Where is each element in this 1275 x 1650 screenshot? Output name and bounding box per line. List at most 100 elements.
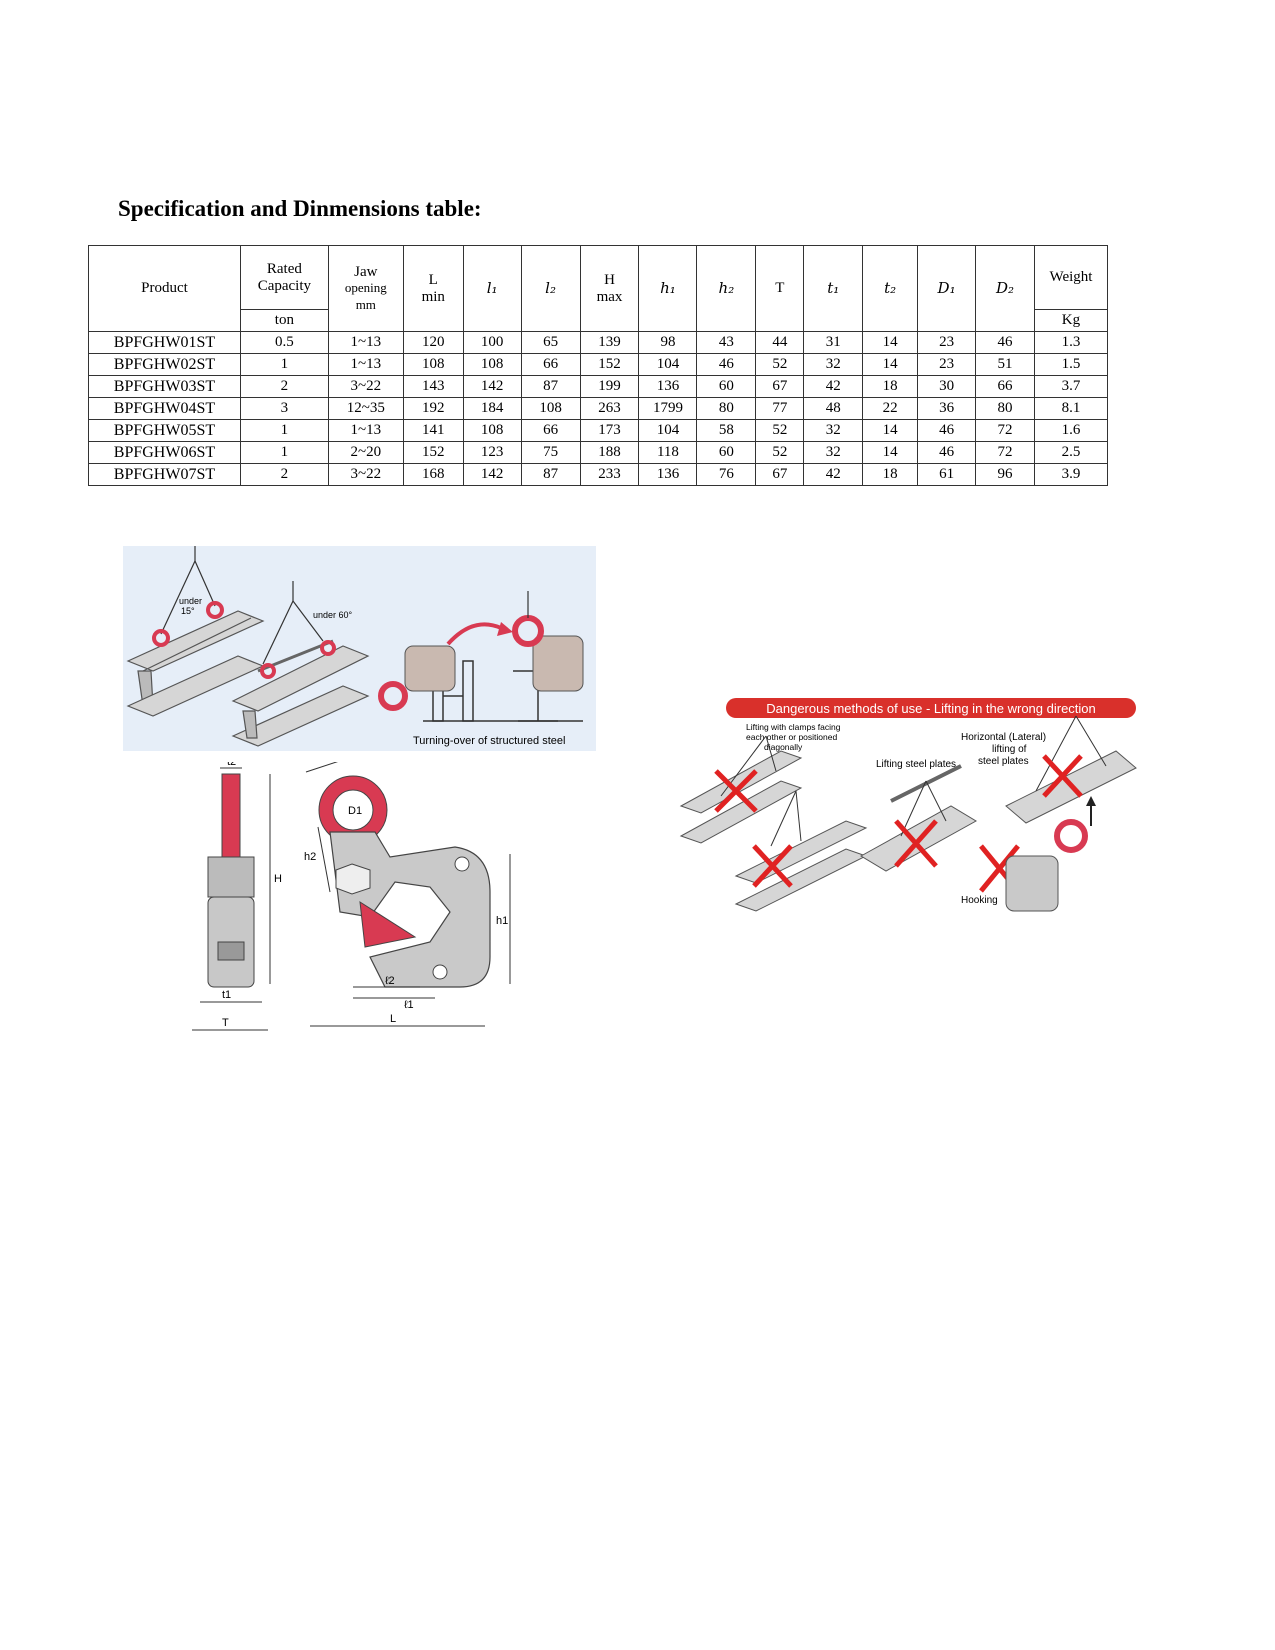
table-cell: 3~22 bbox=[327, 463, 404, 486]
col-l2: l₂ bbox=[520, 245, 581, 332]
turnover-ring-1 bbox=[378, 681, 408, 711]
table-cell: 1~13 bbox=[327, 353, 404, 376]
table-cell: 120 bbox=[402, 331, 464, 354]
table-cell: 104 bbox=[638, 353, 698, 376]
table-cell: 139 bbox=[579, 331, 640, 354]
clamp-ring-4 bbox=[320, 640, 336, 656]
table-cell: 96 bbox=[975, 463, 1035, 486]
table-cell: 188 bbox=[579, 441, 640, 464]
beam-2 bbox=[231, 645, 370, 747]
table-cell: 104 bbox=[638, 419, 698, 442]
danger-label3-c: steel plates bbox=[978, 756, 1029, 767]
dim-h1: h1 bbox=[496, 915, 508, 927]
table-cell: 32 bbox=[803, 353, 864, 376]
table-cell: 77 bbox=[755, 397, 805, 420]
table-cell: 1 bbox=[239, 419, 329, 442]
unit-weight: Kg bbox=[1033, 309, 1109, 332]
col-D2: D₂ bbox=[975, 245, 1035, 332]
table-cell: 2~20 bbox=[327, 441, 404, 464]
col-product: Product bbox=[88, 245, 241, 332]
table-cell: 72 bbox=[975, 419, 1035, 442]
danger-label2: Lifting steel plates bbox=[876, 759, 956, 770]
dim-L: L bbox=[390, 1013, 396, 1025]
usage-caption: Turning-over of structured steel bbox=[413, 735, 565, 747]
table-cell: 1~13 bbox=[327, 419, 404, 442]
table-cell: 42 bbox=[803, 375, 864, 398]
angle1b-label: 15° bbox=[181, 606, 195, 616]
table-cell: 42 bbox=[803, 463, 864, 486]
table-cell: 60 bbox=[696, 441, 757, 464]
side-dim-lines bbox=[192, 767, 271, 1031]
table-cell: 136 bbox=[638, 463, 698, 486]
table-cell: 2 bbox=[239, 375, 329, 398]
side-nut-block bbox=[207, 856, 255, 898]
table-cell: 108 bbox=[402, 353, 464, 376]
col-T: T bbox=[755, 245, 805, 332]
table-cell: 263 bbox=[579, 397, 640, 420]
sling-1 bbox=[160, 546, 216, 635]
danger-label3-a: Horizontal (Lateral) bbox=[961, 732, 1046, 743]
table-cell: 2 bbox=[239, 463, 329, 486]
table-cell-product: BPFGHW04ST bbox=[88, 397, 241, 420]
table-cell: 233 bbox=[579, 463, 640, 486]
front-pin-1 bbox=[432, 964, 448, 980]
dim-D1: D1 bbox=[348, 805, 362, 817]
front-pin-2 bbox=[454, 856, 470, 872]
dimension-figure: t2 H t1 T D2 D1 h2 h1 ℓ2 ℓ1 L bbox=[190, 762, 610, 1082]
col-h2: h₂ bbox=[696, 245, 757, 332]
table-cell: 2.5 bbox=[1033, 441, 1109, 464]
table-cell: 87 bbox=[520, 375, 581, 398]
table-cell: 80 bbox=[975, 397, 1035, 420]
danger-x-marks bbox=[714, 754, 1083, 893]
table-cell: 173 bbox=[579, 419, 640, 442]
table-cell: 52 bbox=[755, 441, 805, 464]
table-cell: 3 bbox=[239, 397, 329, 420]
usage-figure: under 15° under 60° bbox=[123, 546, 596, 751]
table-cell: 43 bbox=[696, 331, 757, 354]
table-cell: 108 bbox=[520, 397, 581, 420]
table-cell: 14 bbox=[862, 441, 919, 464]
clamp-ring-3 bbox=[260, 663, 276, 679]
table-cell: 152 bbox=[402, 441, 464, 464]
table-cell: 142 bbox=[462, 375, 522, 398]
page-title-suffix: : bbox=[473, 196, 482, 221]
danger-spreader bbox=[890, 764, 962, 803]
dim-l2: ℓ2 bbox=[385, 975, 395, 987]
table-cell: 1~13 bbox=[327, 331, 404, 354]
table-cell: 14 bbox=[862, 419, 919, 442]
table-cell: 75 bbox=[520, 441, 581, 464]
col-D1: D₁ bbox=[917, 245, 977, 332]
hooking-ring bbox=[1054, 819, 1088, 853]
table-cell: 192 bbox=[402, 397, 464, 420]
table-cell: 66 bbox=[520, 419, 581, 442]
danger-illustration: Dangerous methods of use - Lifting in th… bbox=[679, 698, 1137, 912]
usage-illustration: under 15° under 60° bbox=[123, 546, 596, 751]
table-cell: 46 bbox=[917, 419, 977, 442]
beam-1 bbox=[126, 610, 265, 717]
dim-H: H bbox=[274, 873, 282, 885]
table-cell: 58 bbox=[696, 419, 757, 442]
table-cell: 143 bbox=[402, 375, 464, 398]
table-cell: 98 bbox=[638, 331, 698, 354]
page-title-bold: Specification and Dinmensions table bbox=[118, 196, 474, 221]
table-cell: 31 bbox=[803, 331, 864, 354]
table-cell: 52 bbox=[755, 419, 805, 442]
table-cell: 1 bbox=[239, 441, 329, 464]
page-title: Specification and Dinmensions table: bbox=[118, 196, 482, 222]
table-cell: 32 bbox=[803, 419, 864, 442]
table-cell: 60 bbox=[696, 375, 757, 398]
danger-label1-a: Lifting with clamps facing bbox=[746, 722, 841, 732]
table-cell: 23 bbox=[917, 331, 977, 354]
table-cell: 184 bbox=[462, 397, 522, 420]
table-cell: 46 bbox=[975, 331, 1035, 354]
table-cell: 1.3 bbox=[1033, 331, 1109, 354]
table-cell: 12~35 bbox=[327, 397, 404, 420]
table-cell-product: BPFGHW06ST bbox=[88, 441, 241, 464]
table-cell-product: BPFGHW03ST bbox=[88, 375, 241, 398]
col-l1: l₁ bbox=[462, 245, 522, 332]
danger-figure: Dangerous methods of use - Lifting in th… bbox=[676, 696, 1166, 936]
